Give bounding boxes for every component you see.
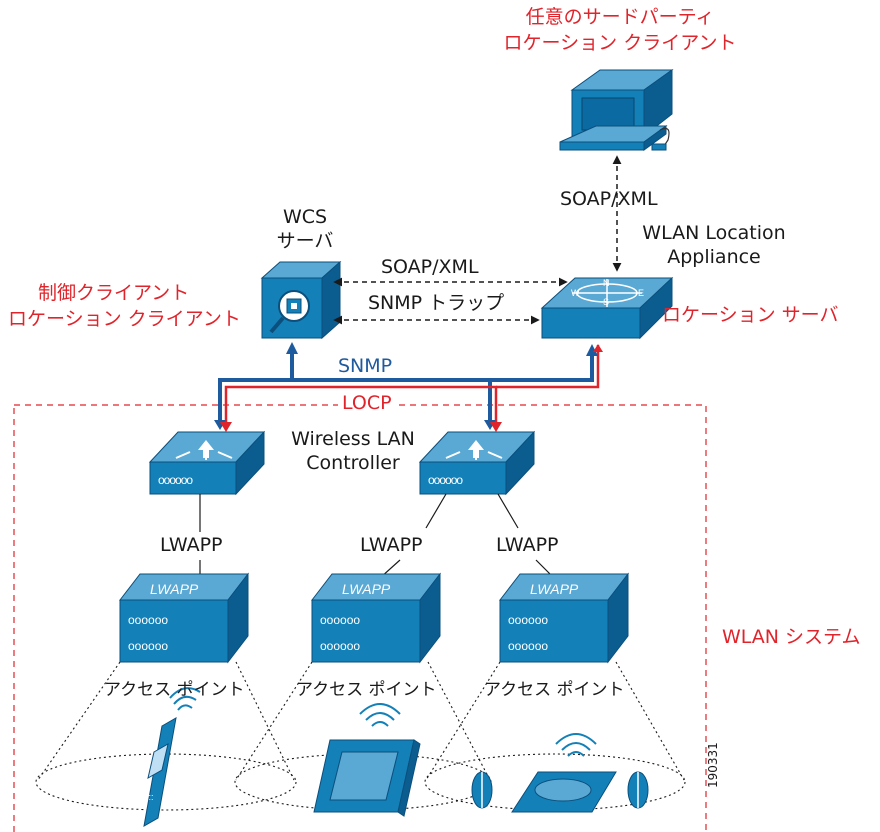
third-party-client-label-2: ロケーション クライアント — [503, 32, 737, 54]
access-point-label-1: アクセス ポイント — [104, 680, 245, 700]
svg-text::::: ::: — [146, 792, 154, 802]
wlan-system-label: WLAN システム — [722, 626, 861, 648]
access-point-icon-3: LWAPP oooooo oooooo — [498, 572, 630, 664]
lwapp-label-2: LWAPP — [360, 534, 423, 556]
wcs-server-icon — [260, 260, 342, 340]
controller-icon-right: oooooo — [418, 430, 536, 496]
control-client-label-2: ロケーション クライアント — [8, 308, 241, 330]
location-appliance-icon: N W E S — [540, 276, 674, 340]
svg-text:E: E — [638, 288, 644, 298]
svg-text:oooooo: oooooo — [128, 639, 168, 653]
access-point-icon-1: LWAPP oooooo oooooo — [118, 572, 250, 664]
svg-text:oooooo: oooooo — [158, 473, 193, 487]
svg-text:S: S — [603, 297, 609, 307]
svg-text:oooooo: oooooo — [320, 639, 360, 653]
svg-text:N: N — [603, 278, 610, 288]
wcs-label-1: WCS — [282, 206, 328, 228]
wlan-location-appliance-label-2: Appliance — [667, 246, 761, 268]
svg-text:oooooo: oooooo — [128, 613, 168, 627]
phone-icon: ::: — [143, 687, 201, 827]
wcs-label-2: サーバ — [276, 230, 334, 252]
controller-icon-left: oooooo — [148, 430, 266, 496]
wireless-lan-controller-label-2: Controller — [306, 452, 400, 474]
control-client-label-1: 制御クライアント — [38, 282, 190, 304]
locp-label: LOCP — [338, 392, 396, 416]
soap-xml-vertical-label: SOAP/XML — [560, 188, 658, 210]
wlan-location-appliance-label-1: WLAN Location — [642, 222, 786, 244]
soap-xml-horizontal-label: SOAP/XML — [381, 256, 479, 278]
tablet-icon — [313, 703, 421, 817]
svg-text:oooooo: oooooo — [320, 613, 360, 627]
access-point-icon-2: LWAPP oooooo oooooo — [310, 572, 442, 664]
svg-text:oooooo: oooooo — [428, 473, 463, 487]
figure-id-label: 190331 — [706, 742, 720, 788]
svg-text:W: W — [571, 288, 580, 298]
svg-text:oooooo: oooooo — [508, 613, 548, 627]
lwapp-label-1: LWAPP — [160, 534, 223, 556]
asset-tag-icon — [471, 733, 649, 813]
snmp-trap-label: SNMP トラップ — [368, 292, 505, 314]
snmp-label: SNMP — [338, 355, 393, 377]
location-server-label: ロケーション サーバ — [662, 304, 839, 326]
lwapp-label-3: LWAPP — [496, 534, 559, 556]
access-point-label-2: アクセス ポイント — [296, 680, 437, 700]
ap-face-label: LWAPP — [342, 581, 391, 597]
access-point-label-3: アクセス ポイント — [484, 680, 625, 700]
ap-face-label: LWAPP — [150, 581, 199, 597]
computer-icon — [559, 69, 674, 151]
snmp-locp-paths — [214, 342, 603, 432]
third-party-client-label-1: 任意のサードパーティ — [525, 6, 715, 28]
svg-text:oooooo: oooooo — [508, 639, 548, 653]
wireless-lan-controller-label-1: Wireless LAN — [291, 428, 415, 450]
ap-face-label: LWAPP — [530, 581, 579, 597]
